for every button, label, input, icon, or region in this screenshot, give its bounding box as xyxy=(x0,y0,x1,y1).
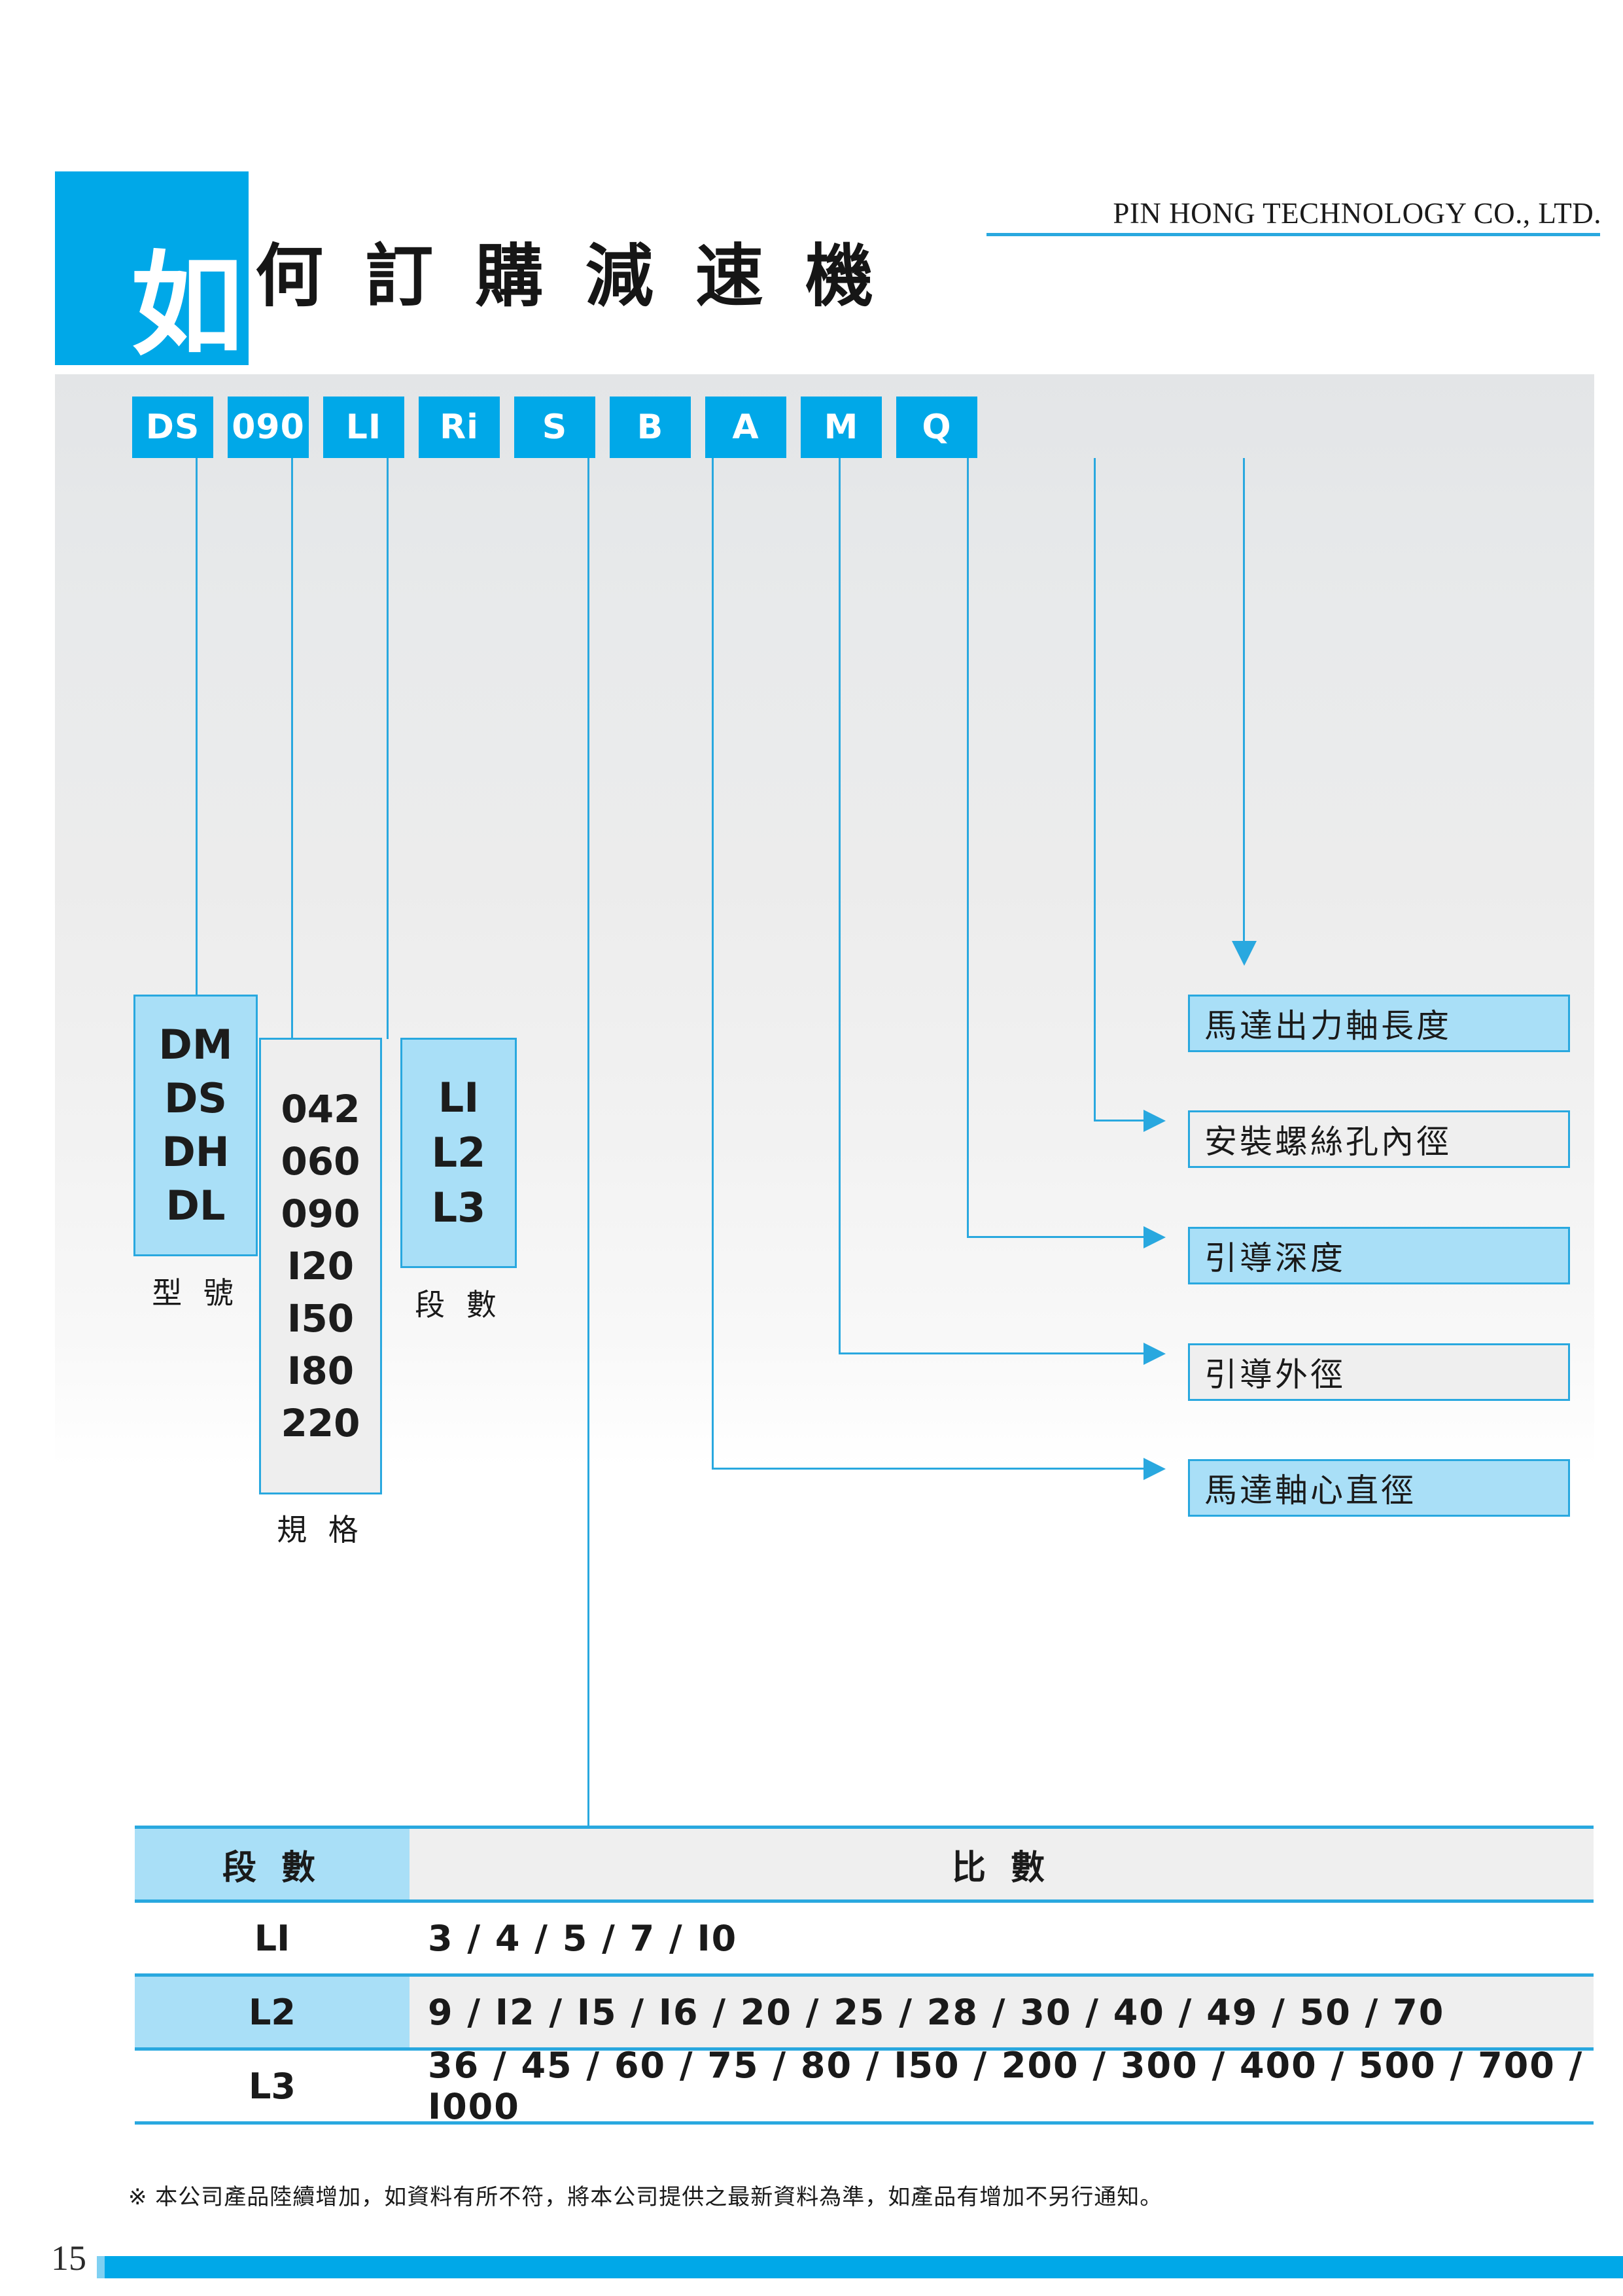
description-box-shaft-dia[interactable]: 馬達軸心直徑 xyxy=(1188,1459,1570,1517)
title-accent-square xyxy=(55,171,249,365)
table-header-stage: 段 數 xyxy=(135,1829,410,1899)
connector-pilot-od-vertical xyxy=(839,458,841,1354)
connector-screw-hole-vertical xyxy=(1094,458,1096,1122)
code-box-ratio[interactable]: Ri xyxy=(419,397,500,458)
table-cell-ratio: 36 / 45 / 60 / 75 / 80 / I50 / 200 / 300… xyxy=(410,2045,1594,2127)
table-row: L3 36 / 45 / 60 / 75 / 80 / I50 / 200 / … xyxy=(135,2045,1594,2127)
footer-bar xyxy=(105,2256,1623,2278)
table-header-row: 段 數 比 數 xyxy=(135,1829,1594,1899)
connector-size xyxy=(291,458,293,1039)
connector-model xyxy=(196,458,198,996)
code-box-screw-hole[interactable]: M xyxy=(801,397,882,458)
connector-pilot-depth-horizontal xyxy=(967,1236,1145,1238)
connector-pilot-depth-vertical xyxy=(967,458,969,1238)
connector-ratio xyxy=(587,458,589,1826)
table-rule-bottom xyxy=(135,2121,1594,2125)
connector-stages xyxy=(387,458,389,1039)
arrow-pilot-od-icon xyxy=(1143,1343,1166,1365)
arrow-pilot-depth-icon xyxy=(1143,1226,1166,1248)
table-cell-stage: LI xyxy=(135,1903,410,1973)
description-box-shaft-length[interactable]: 馬達出力軸長度 xyxy=(1188,995,1570,1052)
arrow-shaft-length-icon xyxy=(1232,941,1257,966)
table-header-ratio: 比 數 xyxy=(410,1829,1594,1899)
option-box-stages[interactable]: LI L2 L3 xyxy=(400,1038,517,1268)
option-caption-model: 型 號 xyxy=(152,1275,239,1311)
arrow-screw-hole-icon xyxy=(1143,1110,1166,1132)
arrow-shaft-dia-icon xyxy=(1143,1458,1166,1480)
footer-bar-tip xyxy=(97,2256,106,2278)
table-rule-top xyxy=(135,1826,1594,1829)
option-box-model[interactable]: DM DS DH DL xyxy=(133,995,258,1256)
option-caption-stages: 段 數 xyxy=(415,1287,502,1322)
header-rule xyxy=(986,233,1600,236)
footnote: ※ 本公司產品陸續增加，如資料有所不符，將本公司提供之最新資料為準，如產品有增加… xyxy=(128,2184,1163,2210)
table-cell-stage: L2 xyxy=(135,1977,410,2047)
table-cell-ratio: 9 / I2 / I5 / I6 / 20 / 25 / 28 / 30 / 4… xyxy=(410,1977,1594,2047)
connector-shaft-dia-vertical xyxy=(712,458,714,1470)
page-title: 何 訂 購 減 速 機 xyxy=(255,236,883,316)
company-name: PIN HONG TECHNOLOGY CO., LTD. xyxy=(1113,197,1601,230)
description-box-pilot-od[interactable]: 引導外徑 xyxy=(1188,1343,1570,1401)
description-box-pilot-depth[interactable]: 引導深度 xyxy=(1188,1227,1570,1284)
connector-shaft-dia-horizontal xyxy=(712,1468,1145,1470)
code-box-size[interactable]: 090 xyxy=(228,397,309,458)
option-box-size[interactable]: 042 060 090 I20 I50 I80 220 xyxy=(259,1038,382,1494)
code-box-pilot-od[interactable]: B xyxy=(610,397,691,458)
table-cell-stage: L3 xyxy=(135,2051,410,2121)
table-rule-2 xyxy=(135,1973,1594,1977)
table-rule-3 xyxy=(135,2047,1594,2051)
connector-screw-hole-horizontal xyxy=(1094,1120,1145,1122)
table-rule-1 xyxy=(135,1899,1594,1903)
page-title-first-char: 如 xyxy=(131,238,243,371)
code-box-stages[interactable]: LI xyxy=(323,397,404,458)
description-box-screw-hole[interactable]: 安裝螺絲孔內徑 xyxy=(1188,1110,1570,1168)
table-cell-ratio: 3 / 4 / 5 / 7 / I0 xyxy=(410,1903,1594,1973)
option-caption-size: 規 格 xyxy=(277,1512,364,1547)
table-row: LI 3 / 4 / 5 / 7 / I0 xyxy=(135,1903,1594,1973)
code-box-pilot-depth[interactable]: A xyxy=(705,397,786,458)
code-box-shaft-dia[interactable]: S xyxy=(514,397,595,458)
code-box-shaft-length[interactable]: Q xyxy=(896,397,977,458)
connector-shaft-length-vertical xyxy=(1243,458,1245,942)
ratio-table: 段 數 比 數 LI 3 / 4 / 5 / 7 / I0 L2 9 / I2 … xyxy=(135,1826,1594,2127)
code-box-model[interactable]: DS xyxy=(132,397,213,458)
table-row: L2 9 / I2 / I5 / I6 / 20 / 25 / 28 / 30 … xyxy=(135,1977,1594,2047)
connector-pilot-od-horizontal xyxy=(839,1352,1145,1354)
page-number: 15 xyxy=(51,2238,86,2278)
